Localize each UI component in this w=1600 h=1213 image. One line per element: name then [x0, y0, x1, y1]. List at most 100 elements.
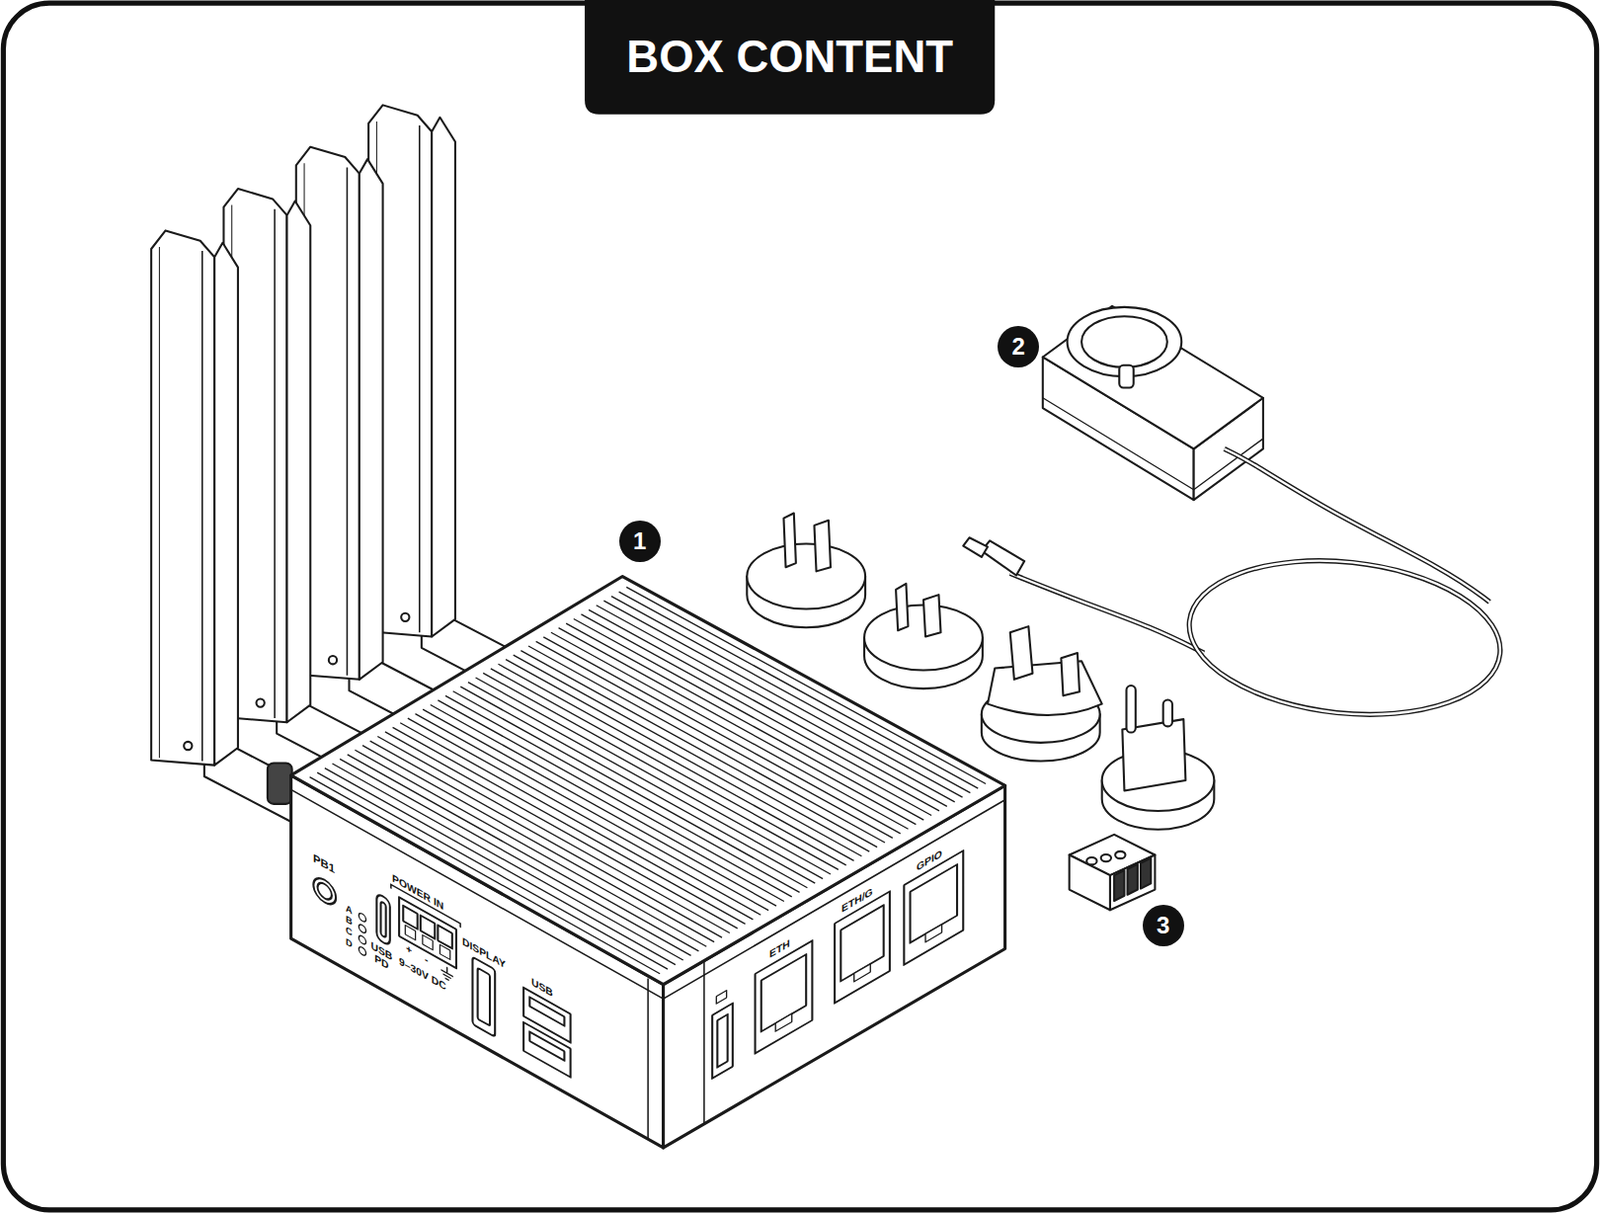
antenna	[223, 188, 367, 781]
adapter-latch	[1119, 365, 1133, 389]
rj45-port	[840, 904, 883, 981]
antenna-edge	[418, 125, 421, 633]
antenna-hole	[256, 698, 265, 707]
rj45-port	[925, 924, 943, 943]
plug-uk	[981, 626, 1103, 761]
plug-us	[746, 512, 866, 628]
callout-number: 2	[997, 325, 1040, 368]
push-button	[317, 880, 331, 903]
cable-loop	[1181, 546, 1508, 729]
antenna-hole	[328, 655, 337, 664]
antenna-blade	[151, 230, 215, 765]
usb-c-plug	[962, 537, 988, 558]
antenna-side	[431, 117, 456, 638]
plug-prong	[1010, 626, 1034, 680]
callout-text: 1	[633, 529, 646, 554]
rj45-port	[775, 1013, 793, 1032]
status-led	[358, 911, 366, 923]
sim-slot	[712, 1003, 733, 1079]
callout-number: 1	[619, 520, 661, 562]
power-adapter	[1042, 306, 1264, 500]
usb-c-port	[381, 900, 387, 938]
terminal-side	[1110, 854, 1155, 910]
terminal-screw	[1086, 857, 1097, 865]
usb-a-port	[529, 996, 564, 1026]
right-face-ports	[712, 848, 963, 1079]
sim-slot	[717, 1014, 727, 1068]
rj45-port	[755, 940, 813, 1053]
antenna-side	[214, 242, 239, 766]
title-tab	[584, 0, 995, 115]
cable-core	[1010, 572, 1204, 653]
rj45-port	[854, 963, 872, 982]
adapter-socket	[1081, 316, 1168, 368]
antenna-side	[287, 200, 312, 722]
device	[291, 576, 1006, 1148]
antenna-edge	[201, 250, 204, 761]
power-terminal	[399, 896, 457, 968]
terminal-slot	[1140, 858, 1151, 889]
left-face-ports	[313, 840, 570, 1079]
antenna-hole	[400, 613, 409, 622]
plug-prong	[923, 594, 942, 637]
antenna	[151, 230, 295, 823]
cable-outline	[1010, 572, 1204, 653]
plug-body	[987, 660, 1103, 716]
callout-text: 2	[1011, 334, 1025, 359]
plug-prong	[813, 520, 831, 572]
status-led	[358, 945, 366, 957]
cable-core	[1224, 448, 1491, 602]
hdmi-port	[472, 957, 495, 1038]
plug-prong	[783, 512, 796, 567]
antenna-edge	[273, 209, 276, 719]
antenna	[368, 104, 512, 695]
cable-loop	[1181, 546, 1508, 729]
terminal-screw	[1115, 851, 1125, 859]
port-icon	[716, 990, 726, 1004]
terminal-slot	[422, 935, 433, 951]
plug-eu	[1102, 685, 1215, 830]
rj45-port	[761, 954, 806, 1032]
port-label: -	[424, 953, 428, 966]
adapter-top	[1042, 306, 1264, 450]
terminal-slot	[404, 925, 415, 941]
title: BOX CONTENT	[584, 0, 995, 115]
terminal-block	[1069, 834, 1156, 910]
callout-text: 3	[1156, 913, 1170, 938]
plug-pin	[1163, 700, 1173, 727]
plug-prong	[895, 583, 908, 632]
push-button	[313, 873, 336, 908]
antenna	[296, 147, 440, 738]
antenna-edge	[159, 246, 160, 758]
connector-nut	[267, 763, 293, 804]
status-led	[358, 934, 366, 946]
terminal-screw	[1101, 854, 1112, 862]
device-top	[291, 576, 1006, 985]
terminal-front	[1069, 854, 1111, 910]
terminal-slot	[439, 944, 450, 960]
terminal-slot	[1114, 870, 1124, 901]
antenna-hole	[183, 741, 192, 750]
plug-pin	[1125, 685, 1135, 733]
cable	[962, 448, 1508, 729]
cable-outline	[1224, 448, 1491, 602]
antenna-edge	[346, 166, 349, 675]
terminal-slot	[1127, 864, 1138, 895]
rj45-port	[903, 850, 963, 964]
callout-number: 3	[1142, 904, 1185, 947]
hdmi-port	[478, 967, 490, 1027]
rj45-port	[910, 864, 959, 943]
device-corner	[703, 960, 706, 1123]
antenna-side	[359, 159, 384, 680]
usb-a-port	[523, 1022, 571, 1078]
device-corner	[646, 977, 649, 1139]
plug-prong	[1060, 652, 1080, 696]
status-led	[358, 923, 366, 935]
plug-au	[864, 583, 983, 689]
plug-base	[746, 543, 866, 609]
adapter-seam	[1042, 398, 1264, 490]
